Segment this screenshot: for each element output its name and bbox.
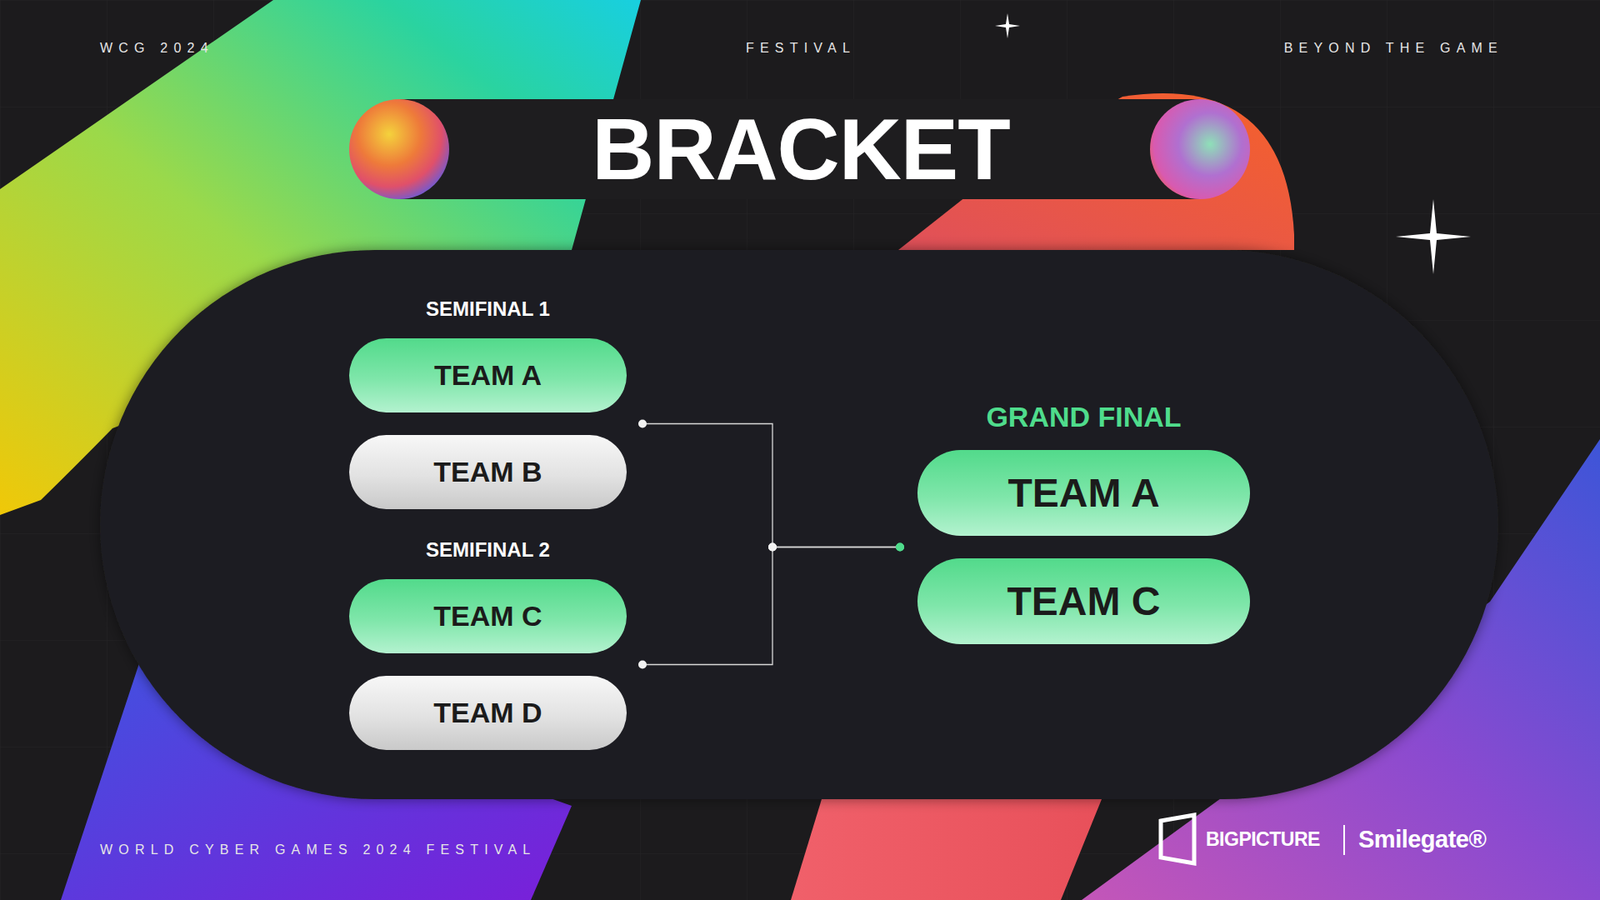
- header-label: FESTIVAL: [745, 41, 856, 55]
- orb: [1150, 99, 1250, 200]
- team-box: TEAM A: [917, 450, 1250, 536]
- connector-dot: [895, 543, 905, 552]
- team-box: TEAM A: [349, 338, 627, 413]
- team-name: TEAM A: [1007, 470, 1160, 516]
- team-box: TEAM C: [349, 579, 627, 654]
- team-name: TEAM C: [433, 600, 542, 633]
- team-box: TEAM B: [349, 435, 627, 510]
- sparkle: [995, 13, 1020, 39]
- sparkle: [1395, 199, 1471, 275]
- orb: [349, 99, 450, 200]
- logo-icon: [1160, 815, 1195, 864]
- connector-dot: [638, 660, 647, 670]
- match-heading: SEMIFINAL 1: [349, 295, 627, 323]
- team-box: TEAM C: [917, 558, 1250, 645]
- connector-dot: [895, 543, 905, 552]
- sponsor-logo: BIGPICTURE: [1205, 830, 1320, 850]
- footer-label: WORLD CYBER GAMES 2024 FESTIVAL: [100, 843, 536, 857]
- team-name: TEAM B: [433, 455, 542, 489]
- logo-divider: [1343, 825, 1345, 855]
- team-box: TEAM D: [349, 675, 627, 750]
- team-name: TEAM C: [1007, 578, 1161, 625]
- match-group: SEMIFINAL 2 TEAM C TEAM D: [349, 536, 643, 750]
- bracket-connector: [642, 547, 900, 665]
- title: BRACKET: [591, 105, 1010, 193]
- sponsor-logo: Smilegate®: [1358, 827, 1486, 852]
- match-heading: GRAND FINAL: [917, 400, 1250, 434]
- color-band: [790, 799, 1102, 900]
- match-group: SEMIFINAL 1 TEAM A TEAM B: [349, 295, 643, 510]
- team-name: TEAM A: [434, 359, 542, 392]
- connector-dot: [768, 543, 777, 552]
- header-label: WCG 2024: [100, 41, 215, 55]
- match-group: GRAND FINAL TEAM A TEAM C: [900, 400, 1250, 645]
- match-heading: SEMIFINAL 2: [349, 536, 627, 564]
- team-name: TEAM D: [433, 696, 542, 730]
- header-label: BEYOND THE GAME: [1284, 41, 1504, 55]
- bracket-panel: [100, 250, 1499, 800]
- connector-dot: [768, 543, 777, 552]
- bracket-connector: [642, 424, 900, 548]
- title-bar: [398, 99, 1200, 200]
- connector-dot: [638, 420, 647, 429]
